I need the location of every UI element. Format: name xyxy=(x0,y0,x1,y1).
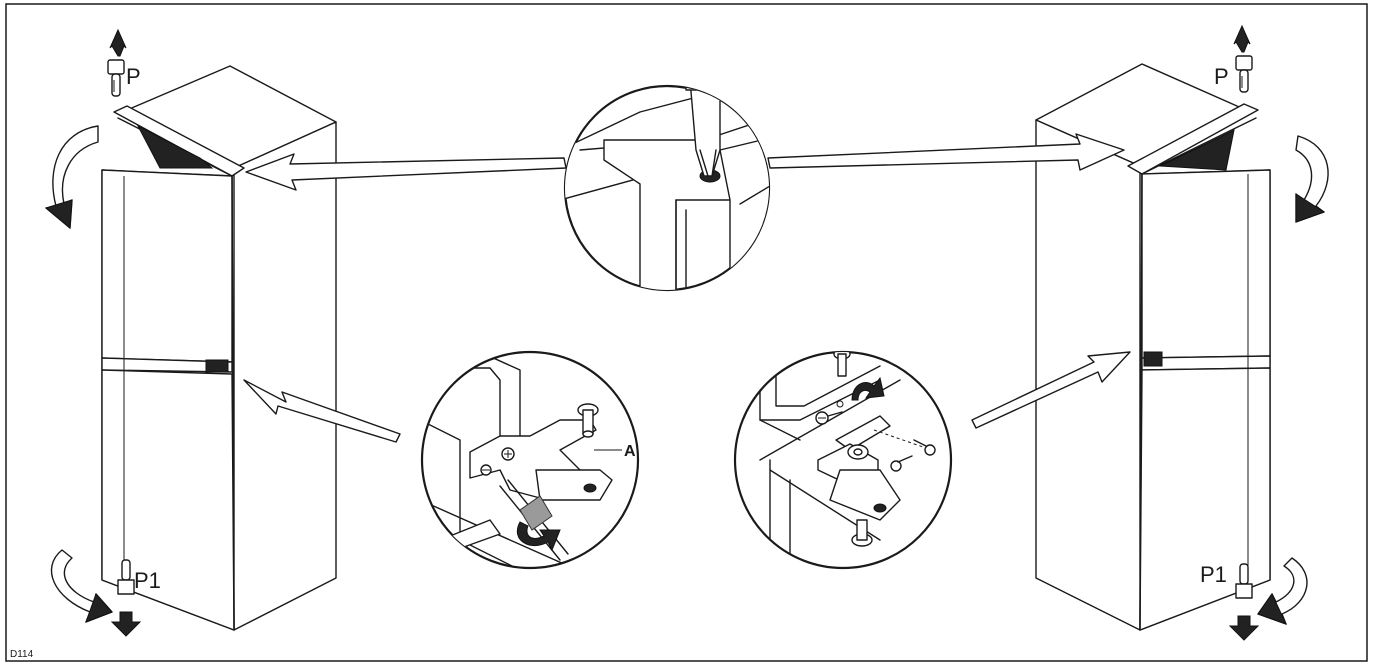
part-label-a: A xyxy=(624,443,636,460)
detail-circle-top xyxy=(563,84,771,292)
curved-arrow-icon xyxy=(44,125,99,230)
callout-arrow-top-right xyxy=(767,133,1125,171)
detail-circle-bottom-left xyxy=(420,350,640,570)
left-appliance: P P1 xyxy=(44,28,337,637)
screw-icon xyxy=(501,447,515,461)
pin-label-top-right: P xyxy=(1214,64,1229,89)
figure-code: D114 xyxy=(10,649,34,660)
callout-arrow-bottom-left xyxy=(243,379,401,443)
screw-icon xyxy=(890,455,913,472)
curved-arrow-icon xyxy=(1295,135,1329,223)
pin-label-bottom-left: P1 xyxy=(134,568,161,593)
screw-icon xyxy=(815,411,843,425)
detail-circle-bottom-right xyxy=(733,350,953,570)
pin-label-top-left: P xyxy=(126,64,141,89)
curved-arrow-icon xyxy=(50,549,113,623)
hinge-pin-icon xyxy=(110,559,142,637)
callout-arrow-bottom-right xyxy=(971,351,1131,429)
callout-arrow-top-left xyxy=(245,153,567,191)
hinge-pin-icon xyxy=(107,28,127,97)
hinge-pin-icon xyxy=(1233,24,1253,93)
hinge-pin-icon xyxy=(1228,563,1260,641)
screw-icon xyxy=(480,464,492,476)
curved-arrow-icon xyxy=(1257,557,1308,625)
pin-label-bottom-right: P1 xyxy=(1200,562,1227,587)
figure-frame xyxy=(5,3,1368,662)
right-appliance: P P1 xyxy=(1035,24,1329,641)
screw-icon xyxy=(913,439,936,456)
